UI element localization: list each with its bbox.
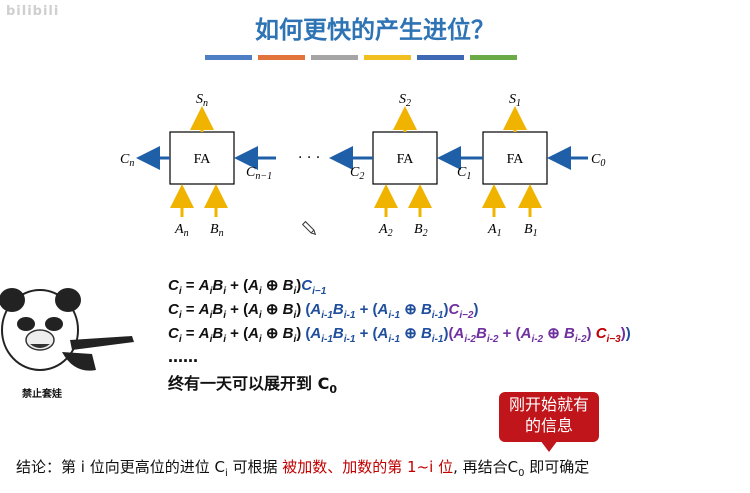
formula-line-3: Ci = AiBi + (Ai ⊕ Bi) (Ai-1Bi-1 + (Ai-1 … xyxy=(168,325,631,345)
accent-bar-darkblue xyxy=(417,55,464,60)
accent-bar-blue xyxy=(205,55,252,60)
label-cn-1: Cn−1 xyxy=(246,165,272,182)
conclusion-text: 结论：第 i 位向更高位的进位 Ci 可根据 被加数、加数的第 1~i 位, 再… xyxy=(16,458,590,479)
label-a1: A1 xyxy=(487,222,502,239)
fa-box-1 xyxy=(482,131,548,185)
callout-tail xyxy=(540,440,558,452)
fa-box-2 xyxy=(372,131,438,185)
ellipsis-dots: · · · xyxy=(298,150,320,166)
accent-bar-gray xyxy=(311,55,358,60)
label-a2: A2 xyxy=(378,222,393,239)
label-an: An xyxy=(174,222,189,239)
formula-ellipsis: …… xyxy=(168,348,198,366)
accent-bar-green xyxy=(470,55,517,60)
label-s1: S1 xyxy=(509,92,521,109)
label-c0: C0 xyxy=(591,152,605,169)
ripple-carry-adder-diagram: FA FA FA · · · Sn S2 S1 An Bn A2 B2 A1 B… xyxy=(120,92,605,239)
fa-label-2: FA xyxy=(397,152,415,167)
callout-line-2: 的信息 xyxy=(524,416,573,435)
conclusion-highlight: 被加数、加数的第 1~i 位 xyxy=(282,458,454,476)
label-cn: Cn xyxy=(120,152,134,169)
label-bn: Bn xyxy=(210,222,224,239)
slide-title: 如何更快的产生进位？ xyxy=(255,16,495,44)
panda-caption: 禁止套娃 xyxy=(22,389,62,400)
label-s2: S2 xyxy=(399,92,411,109)
pencil-icon xyxy=(301,220,317,236)
info-callout: 刚开始就有 的信息 xyxy=(499,392,599,442)
label-c1: C1 xyxy=(457,165,471,182)
label-b1: B1 xyxy=(524,222,538,239)
formula-line-1: Ci = AiBi + (Ai ⊕ Bi)Ci−1 xyxy=(168,277,327,297)
fa-label-1: FA xyxy=(507,152,525,167)
accent-bar-orange xyxy=(258,55,305,60)
fa-label-n: FA xyxy=(194,152,212,167)
accent-bar-yellow xyxy=(364,55,411,60)
expand-statement: 终有一天可以展开到 C0 xyxy=(168,374,337,397)
panda-meme-image xyxy=(0,288,134,371)
label-b2: B2 xyxy=(414,222,428,239)
callout-line-1: 刚开始就有 xyxy=(508,395,589,414)
formula-line-2: Ci = AiBi + (Ai ⊕ Bi) (Ai-1Bi-1 + (Ai-1 … xyxy=(168,301,479,321)
watermark: bilibili xyxy=(6,4,60,19)
label-c2: C2 xyxy=(350,165,364,182)
label-sn: Sn xyxy=(196,92,208,109)
